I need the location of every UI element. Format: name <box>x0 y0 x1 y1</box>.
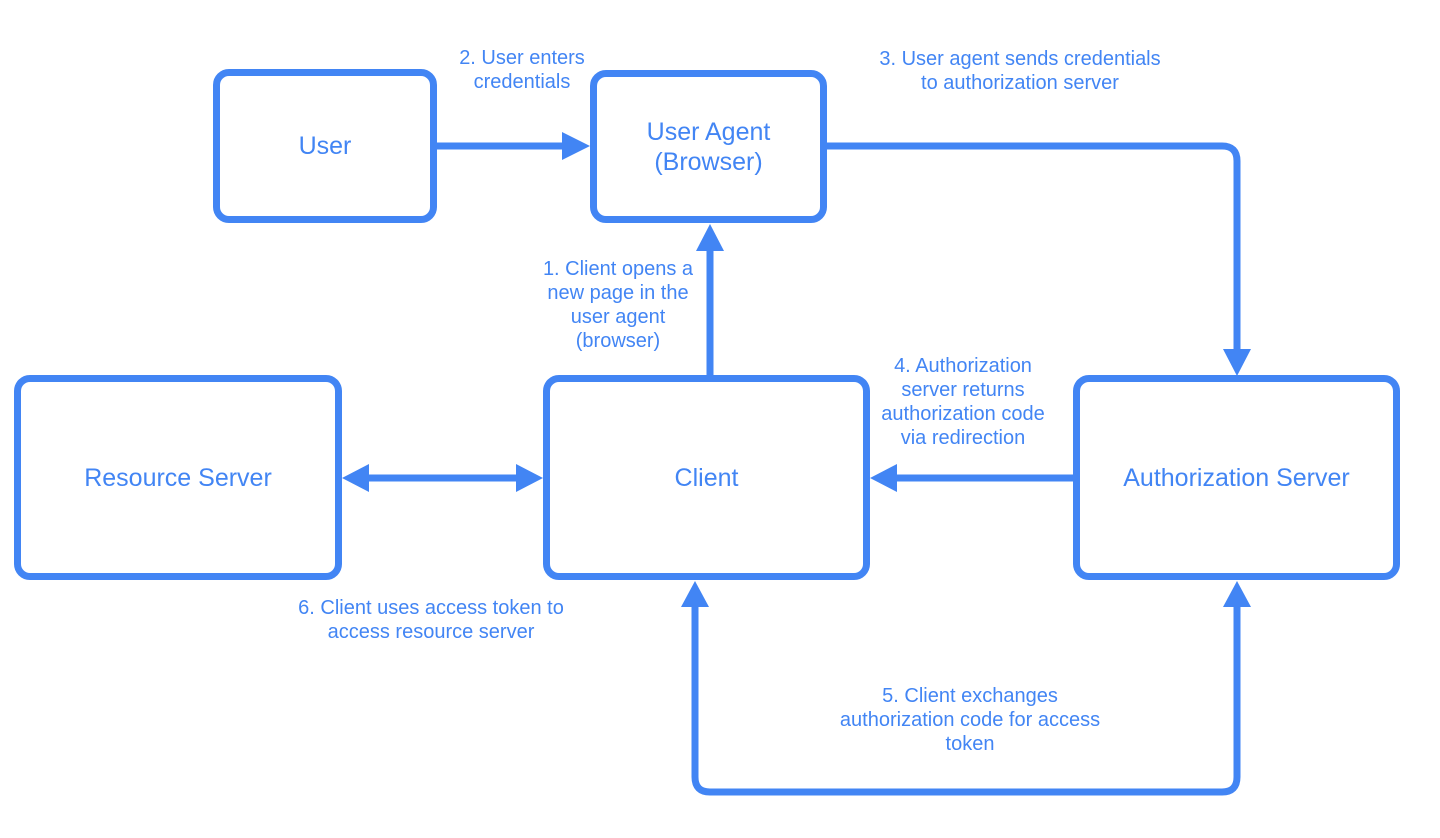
node-authorization-server: Authorization Server <box>1073 375 1400 580</box>
annotation-step3: 3. User agent sends credentials to autho… <box>879 48 1161 94</box>
node-authorization-server-label: Authorization Server <box>1123 463 1350 492</box>
arrow-step1-head <box>696 224 724 251</box>
node-user-label: User <box>298 132 352 160</box>
node-user: User <box>213 69 437 223</box>
node-client: Client <box>543 375 870 580</box>
arrow-step2-head <box>562 132 590 160</box>
node-resource-server: Resource Server <box>14 375 342 580</box>
arrow-step5-line <box>691 605 1241 796</box>
annotation-step2: 2. User enters credentials <box>459 47 585 93</box>
arrow-step5-head-client <box>681 581 709 607</box>
annotation-step4: 4. Authorization server returns authoriz… <box>881 355 1045 449</box>
node-user-agent: User Agent (Browser) <box>590 70 827 223</box>
node-resource-server-label: Resource Server <box>84 463 272 492</box>
node-user-agent-label: User Agent (Browser) <box>646 117 771 176</box>
annotation-step1: 1. Client opens a new page in the user a… <box>542 258 694 352</box>
arrow-step3-head <box>1223 349 1251 376</box>
arrow-step4-head <box>870 464 897 492</box>
annotation-step5: 5. Client exchanges authorization code f… <box>839 685 1101 755</box>
arrow-step5-head-authserver <box>1223 581 1251 607</box>
arrow-step6-head-left <box>342 464 369 492</box>
arrow-step3-line <box>827 142 1241 351</box>
arrow-step6-head-right <box>516 464 543 492</box>
node-client-label: Client <box>674 463 739 492</box>
annotation-step6: 6. Client uses access token to access re… <box>298 597 564 643</box>
